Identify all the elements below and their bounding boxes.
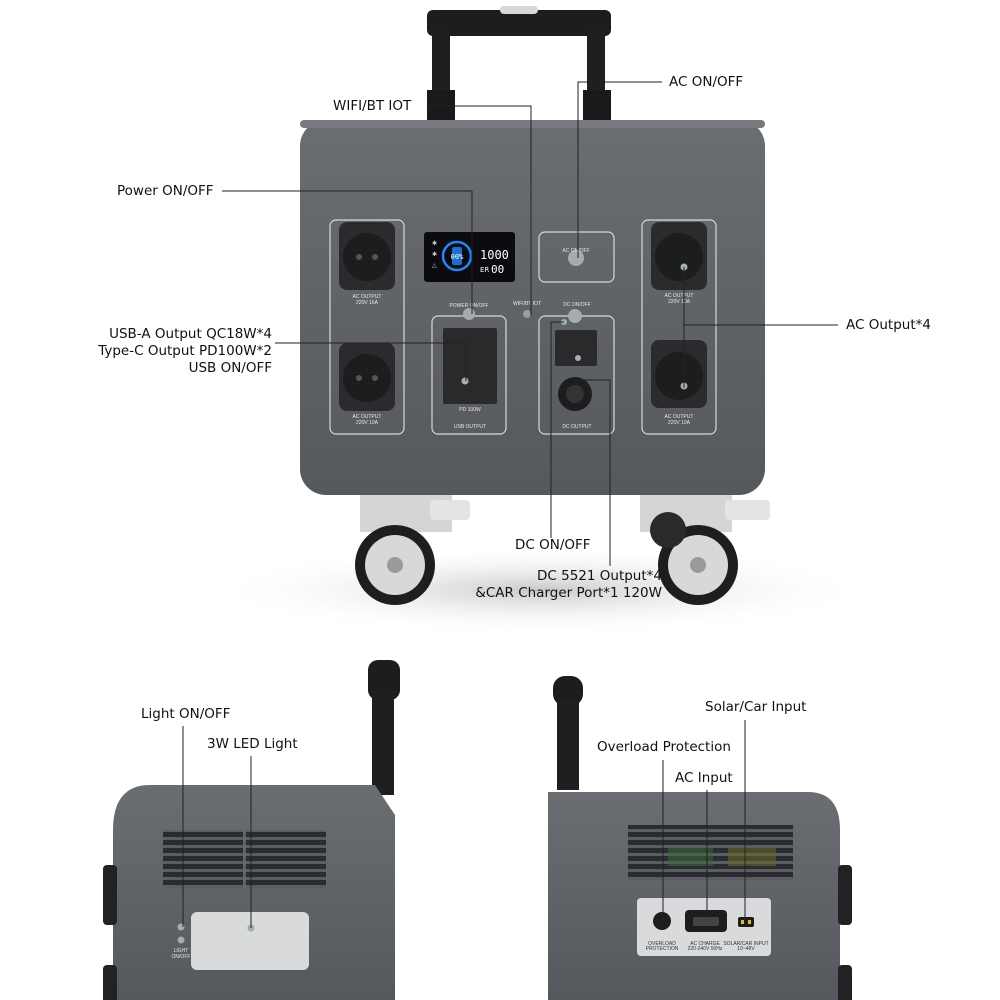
ac-input-callout: AC Input bbox=[675, 770, 733, 786]
ac-outlet-bottom-left[interactable] bbox=[339, 343, 395, 411]
svg-text:△: △ bbox=[432, 262, 437, 269]
power-button[interactable] bbox=[463, 308, 475, 320]
type-c-output-label: Type-C Output PD100W*2 bbox=[98, 343, 272, 359]
ac-outlet-top-right[interactable] bbox=[651, 222, 707, 290]
usb-ports-cover[interactable] bbox=[443, 328, 497, 404]
overload-label: PROTECTION bbox=[646, 946, 679, 952]
ac-output-label: AC OUTPUT bbox=[665, 414, 694, 420]
trolley-handle bbox=[427, 6, 611, 124]
usb-output-label: USB OUTPUT bbox=[454, 424, 486, 430]
usb-a-output-label: USB-A Output QC18W*4 bbox=[109, 326, 272, 342]
wifi-button[interactable] bbox=[523, 310, 531, 318]
solar-input-label: SOLAR/CAR INPUT bbox=[723, 941, 768, 947]
ac-outlet-top-left[interactable] bbox=[339, 222, 395, 290]
ac-button-label: AC ON/OFF bbox=[562, 248, 589, 254]
ac-charge-rating: 220-240V 50Hz bbox=[688, 946, 723, 952]
dc-output-callout: DC 5521 Output*4 &CAR Charger Port*1 120… bbox=[440, 568, 662, 602]
ac-output-rating: 220V 10A bbox=[668, 299, 691, 305]
front-body bbox=[300, 120, 765, 495]
ac-output-rating: 220V 10A bbox=[668, 420, 691, 426]
dc-5521-ports[interactable] bbox=[555, 330, 597, 366]
led-light-panel bbox=[191, 912, 309, 970]
solar-input-rating: 10~48V bbox=[737, 946, 755, 952]
dc-button-label: DC ON/OFF bbox=[563, 302, 591, 308]
power-button-label: POWER ON/OFF bbox=[449, 303, 488, 309]
overload-label: OVERLOAD bbox=[648, 941, 676, 947]
lcd-display: ✱ ✱ △ bbox=[424, 232, 515, 282]
front-callout-lines bbox=[222, 81, 838, 566]
ac-output-rating: 220V 16A bbox=[356, 300, 379, 306]
svg-text:✱: ✱ bbox=[432, 240, 437, 247]
wifi-button-label: WIFI/BT IOT bbox=[513, 301, 541, 307]
power-on-off-callout: Power ON/OFF bbox=[117, 183, 214, 199]
ac-output-label: AC OUTPUT bbox=[353, 414, 382, 420]
battery-percent: 00% bbox=[451, 253, 464, 261]
led-light-callout: 3W LED Light bbox=[207, 736, 298, 752]
hz-readout: 00 bbox=[491, 263, 504, 276]
dc-5521-label: DC 5521 Output*4 bbox=[537, 568, 662, 584]
pd-label: PD 100W bbox=[459, 407, 481, 413]
ac-outlet-bottom-right[interactable] bbox=[651, 340, 707, 408]
dc-on-off-callout: DC ON/OFF bbox=[515, 537, 591, 553]
usb-on-off-label: USB ON/OFF bbox=[188, 360, 272, 376]
ac-output-callout: AC Output*4 bbox=[846, 317, 931, 333]
svg-text:✱: ✱ bbox=[432, 251, 437, 258]
ac-charge-label: AC CHARGE bbox=[690, 941, 720, 947]
usb-output-callout: USB-A Output QC18W*4 Type-C Output PD100… bbox=[80, 326, 272, 377]
overload-protection-callout: Overload Protection bbox=[597, 739, 731, 755]
wifi-bt-callout: WIFI/BT IOT bbox=[333, 98, 412, 114]
ac-power-button[interactable] bbox=[568, 250, 584, 266]
ac-output-label: AC OUTPUT bbox=[665, 293, 694, 299]
light-button[interactable] bbox=[177, 936, 185, 944]
ac-on-off-callout: AC ON/OFF bbox=[669, 74, 744, 90]
watts-readout: 1000 bbox=[480, 248, 509, 262]
front-casters bbox=[355, 492, 770, 605]
dc-power-button[interactable] bbox=[568, 309, 582, 323]
solar-input-port[interactable] bbox=[738, 917, 754, 927]
error-indicator: ER bbox=[480, 266, 489, 274]
car-charger-label: &CAR Charger Port*1 120W bbox=[475, 585, 662, 601]
light-on-off-callout: Light ON/OFF bbox=[141, 706, 231, 722]
ac-output-rating: 220V 10A bbox=[356, 420, 379, 426]
ac-output-label: AC OUTPUT bbox=[353, 294, 382, 300]
side-callout-lines bbox=[182, 720, 746, 928]
solar-car-input-callout: Solar/Car Input bbox=[705, 699, 807, 715]
overload-breaker[interactable] bbox=[653, 912, 671, 930]
light-label: LIGHT bbox=[174, 948, 189, 954]
side-view-right: OVERLOAD PROTECTION AC CHARGE 220-240V 5… bbox=[548, 676, 852, 1000]
light-label: ON/OFF bbox=[172, 954, 191, 960]
dc-output-label: DC OUTPUT bbox=[562, 424, 591, 430]
